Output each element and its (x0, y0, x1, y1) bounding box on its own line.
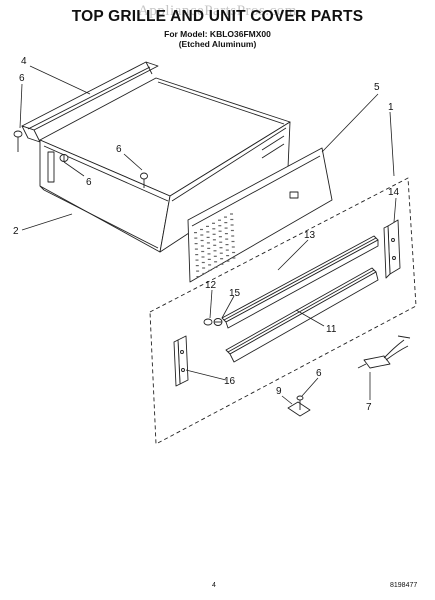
part-7-switch-harness (357, 335, 411, 369)
callout-6b: 6 (86, 177, 92, 188)
callout-6c: 6 (116, 144, 122, 155)
leader-lines (19, 65, 397, 405)
finish-line: (Etched Aluminum) (178, 39, 257, 49)
part-11-lower-trim (225, 267, 379, 363)
screw-6c-icon (140, 172, 148, 188)
callout-13: 13 (304, 230, 316, 241)
part-5-top-grille (187, 147, 333, 283)
callout-11: 11 (326, 324, 337, 335)
screw-6b-icon (59, 154, 69, 162)
page-title: TOP GRILLE AND UNIT COVER PARTS (71, 8, 364, 25)
part-16-left-bracket (173, 335, 189, 387)
callout-14: 14 (388, 187, 400, 198)
watermark: AppliancePartsPros.com (138, 3, 297, 19)
part-1-assembly-outline (149, 177, 417, 445)
callout-labels: 4 6 6 6 5 1 14 2 13 12 15 11 16 9 6 7 (13, 56, 400, 413)
callout-7: 7 (366, 402, 372, 413)
part-6-screws (13, 130, 148, 188)
part-9-clip (287, 395, 311, 417)
callout-6a: 6 (19, 73, 25, 84)
part-12-15-fasteners (203, 318, 223, 326)
page-number: 4 (212, 582, 216, 589)
callout-5: 5 (374, 82, 380, 93)
document-number: 8198477 (390, 582, 418, 589)
callout-4: 4 (21, 56, 27, 67)
model-line: For Model: KBLO36FMX00 (164, 29, 271, 39)
callout-6d: 6 (316, 368, 322, 379)
callout-12: 12 (205, 280, 217, 291)
callout-15: 15 (229, 288, 241, 299)
part-4-rear-panel (21, 61, 159, 143)
screw-6a-icon (13, 130, 23, 152)
callout-9: 9 (276, 386, 282, 397)
callout-2: 2 (13, 226, 19, 237)
callout-16: 16 (224, 376, 236, 387)
grille-perforation (194, 213, 236, 278)
part-13-upper-trim (221, 235, 379, 329)
callout-1: 1 (388, 102, 394, 113)
part-14-right-bracket (383, 219, 401, 279)
